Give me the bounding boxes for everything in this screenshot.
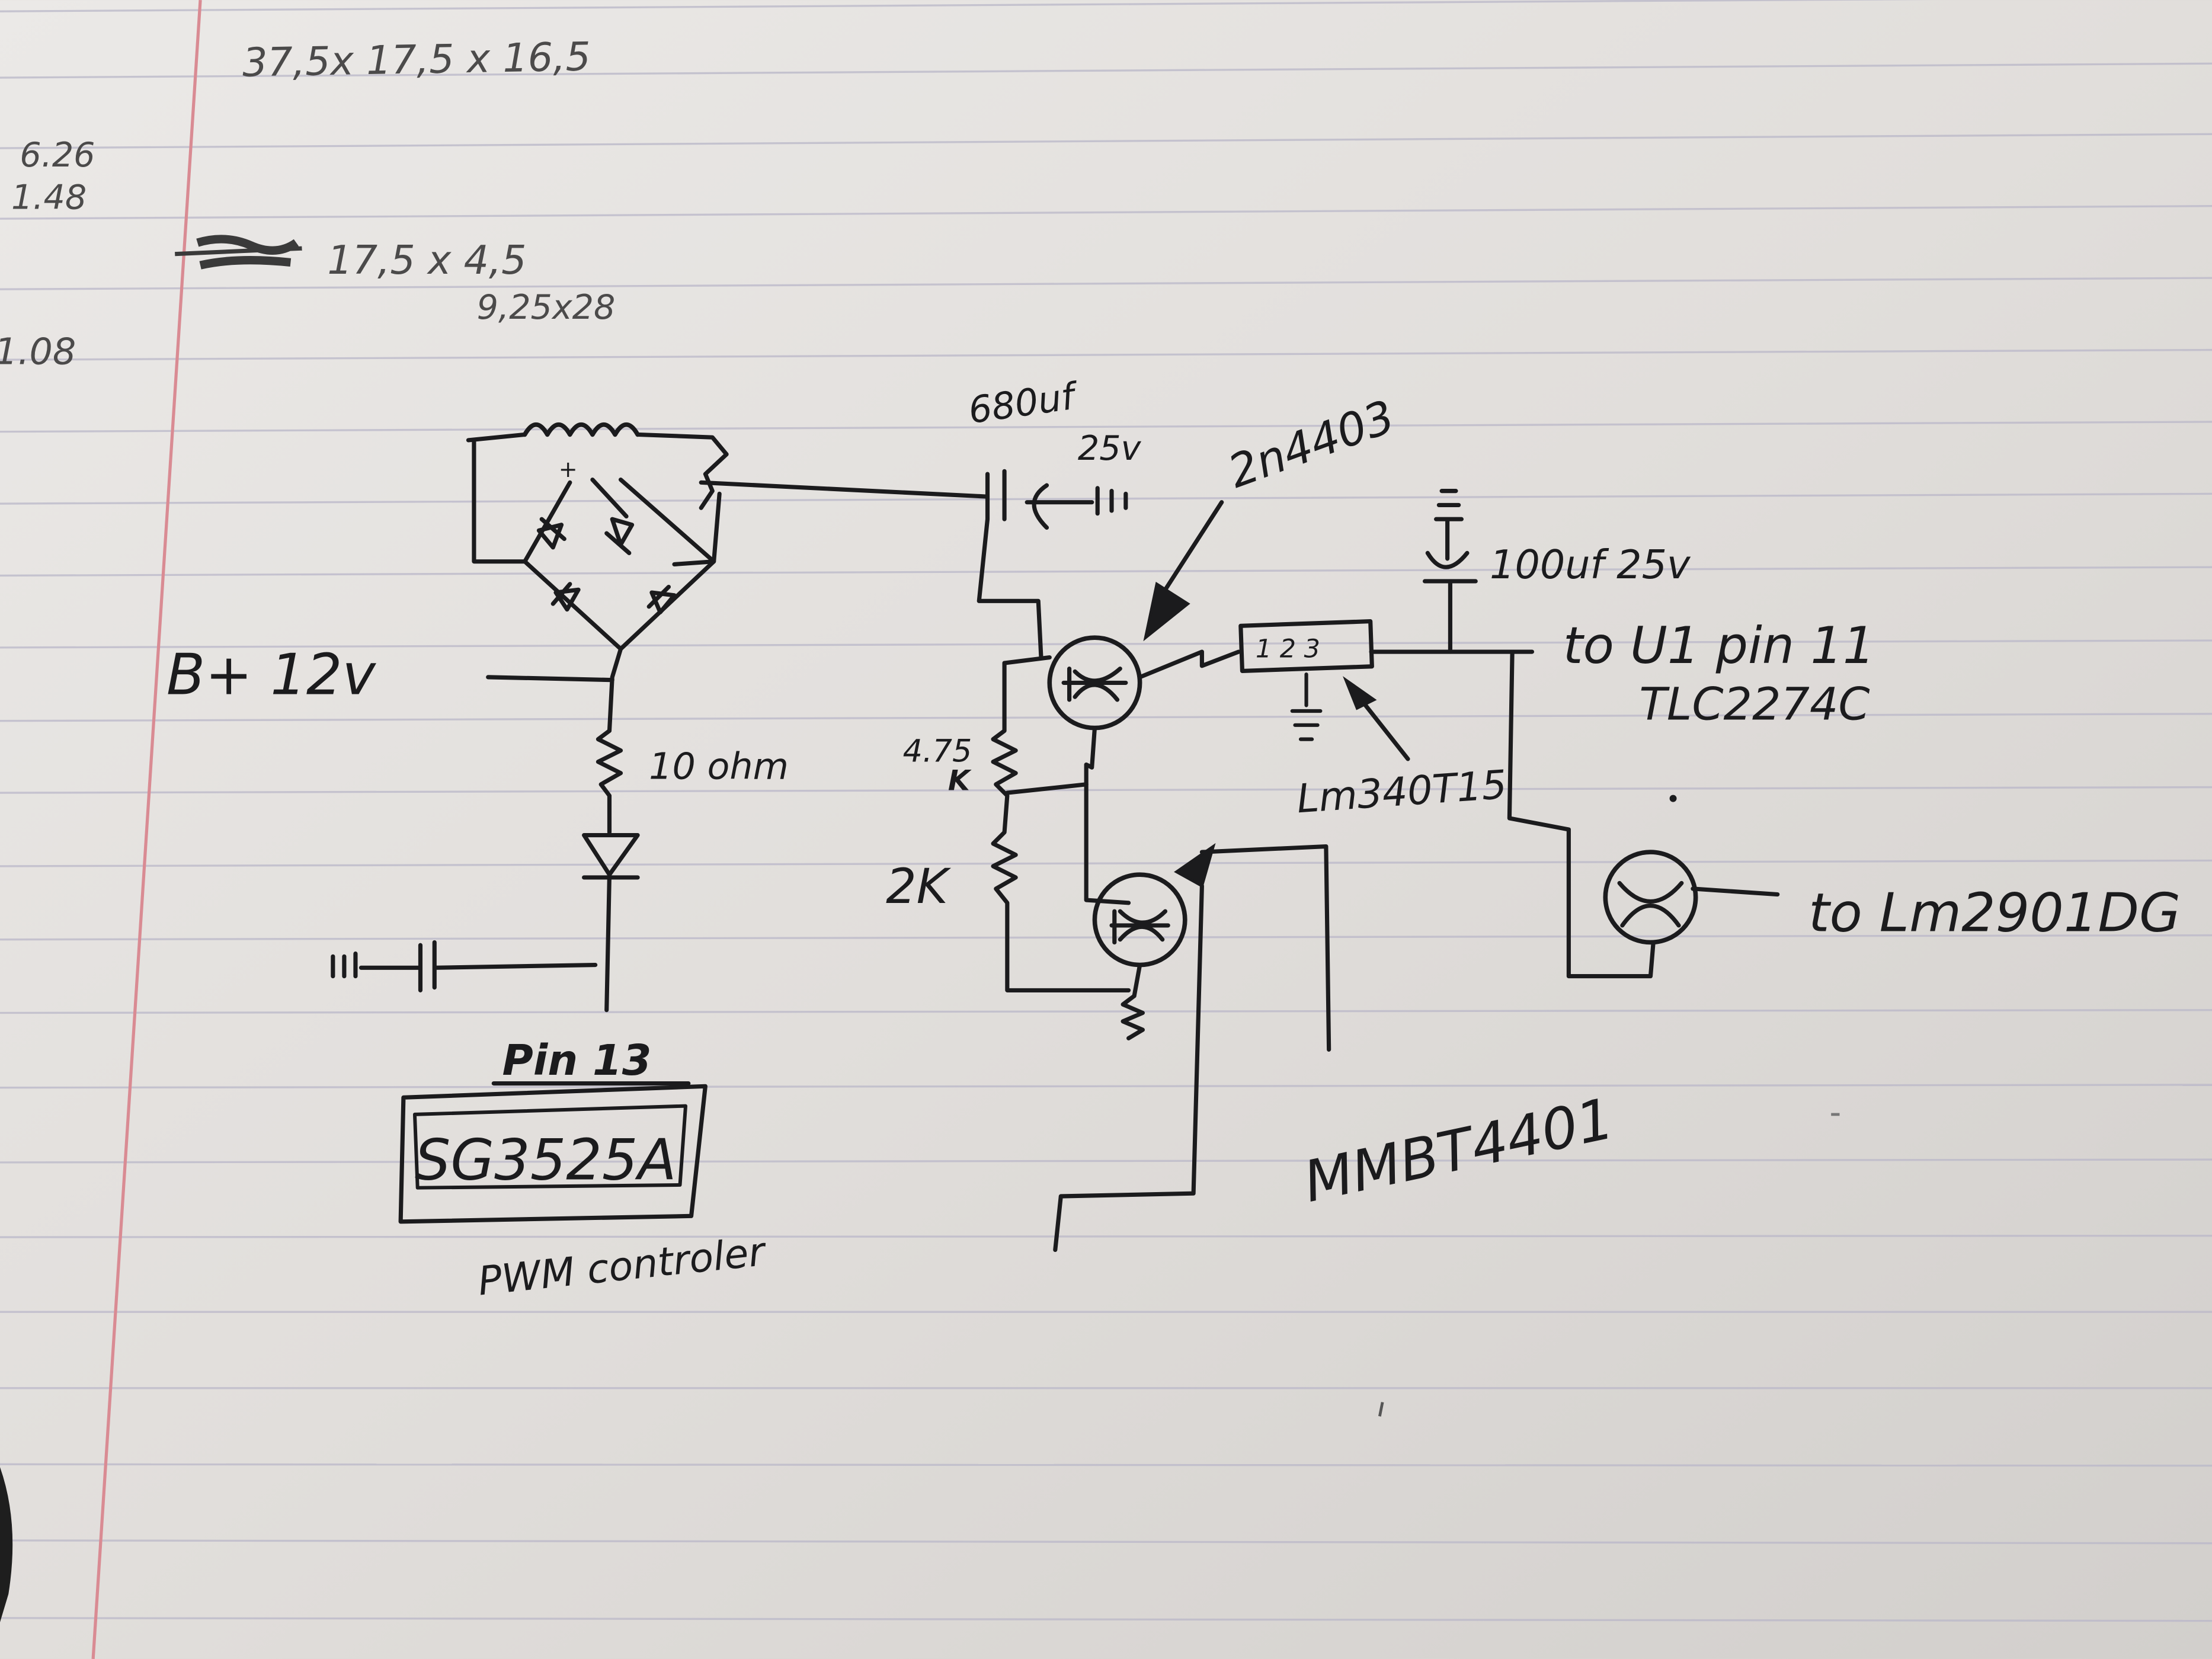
note-dims-3: 1.48 (11, 178, 87, 217)
diode-symbols (536, 517, 677, 614)
transistor-section (977, 469, 1331, 1253)
note-dims-2: 6.26 (20, 136, 95, 175)
label-supply: B+ 12v (167, 642, 377, 707)
note-dims-1: 37,5x 17,5 x 16,5 (242, 33, 591, 85)
transistor-q3 (1603, 850, 1698, 945)
label-resistor-10: 10 ohm (649, 745, 789, 787)
label-r-2k: 2K (886, 859, 951, 915)
label-u1-part: TLC2274C (1639, 677, 1870, 730)
label-to-u1: to U1 pin 11 (1563, 616, 1875, 675)
note-dims-6: 1.08 (0, 330, 76, 373)
label-cap-100: 100uf 25v (1490, 542, 1691, 588)
stray-dot (1669, 795, 1677, 802)
page-edge-shadow (0, 1467, 13, 1622)
pwm-ic-inner (412, 1104, 688, 1190)
label-pwm-ic: SG3525A (415, 1128, 677, 1193)
label-cap-680-voltage: 25v (1078, 429, 1142, 468)
stray-mark (1378, 1402, 1384, 1417)
regulator-section (1238, 489, 1780, 979)
label-to-lm: to Lm2901DG (1808, 882, 2181, 944)
regulator-outline (1238, 619, 1374, 673)
label-r475-value: 4.75 (903, 734, 972, 770)
label-r475-unit: K (948, 764, 972, 797)
transformer-coil (522, 422, 640, 437)
bridge-section: + (331, 422, 990, 1224)
scribble-mark (175, 235, 302, 270)
pwm-ic-outline (398, 1084, 708, 1224)
note-dims-5: 9,25x28 (477, 288, 616, 327)
plus-mark: + (559, 456, 578, 482)
margin-line (91, 0, 202, 1659)
label-reg-pins: 1 2 3 (1256, 635, 1320, 664)
ground-cap-left (331, 940, 598, 992)
ruled-lines (0, 0, 2212, 1622)
label-pin: Pin 13 (502, 1036, 652, 1085)
note-dims-4: 17,5 x 4,5 (327, 237, 526, 283)
